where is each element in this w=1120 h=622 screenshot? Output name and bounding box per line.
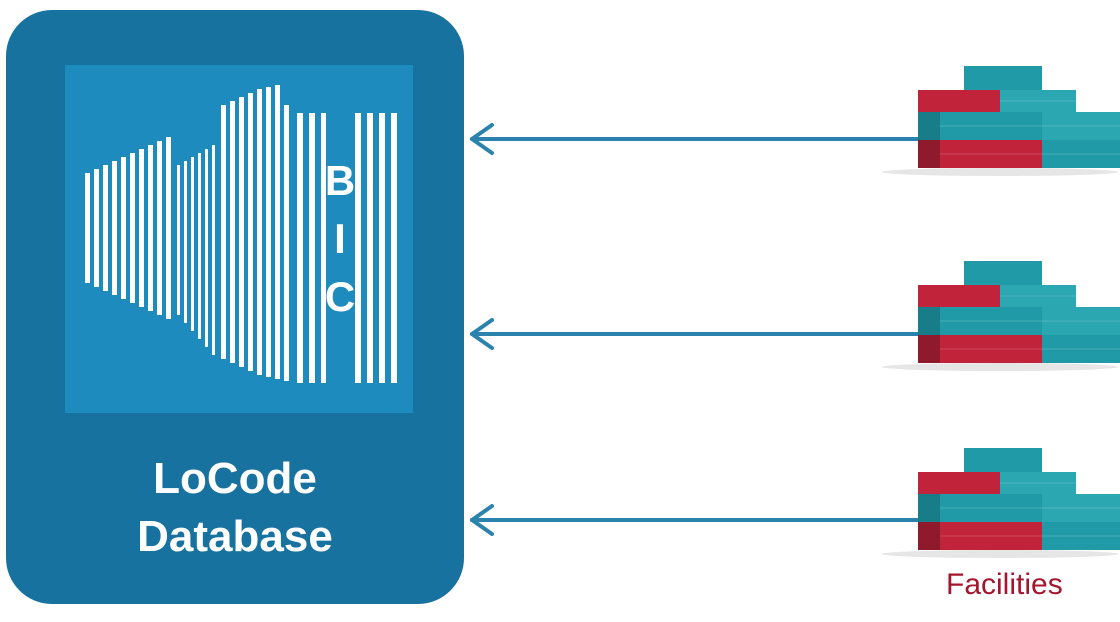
database-label: LoCode Database: [6, 450, 464, 566]
arrow-left-icon: [470, 504, 922, 536]
arrow-left-icon: [470, 123, 922, 155]
container-stack-icon: [882, 261, 1120, 371]
facility-2: [880, 255, 1120, 435]
locode-database-panel: B I C LoCode Database: [6, 10, 464, 604]
container-stack-icon: [882, 448, 1120, 558]
facilities-label: Facilities: [946, 568, 1063, 601]
logo-letter-b: B: [325, 157, 355, 204]
logo-letter-c: C: [325, 273, 355, 320]
bic-logo-icon: B I C: [65, 65, 413, 413]
database-label-line1: LoCode: [153, 454, 317, 503]
container-stack-icon: [882, 66, 1120, 176]
facility-3: [880, 442, 1120, 622]
logo-letter-i: I: [334, 215, 346, 262]
arrow-left-icon: [470, 318, 922, 350]
database-label-line2: Database: [137, 512, 333, 561]
facility-1: [880, 60, 1120, 240]
